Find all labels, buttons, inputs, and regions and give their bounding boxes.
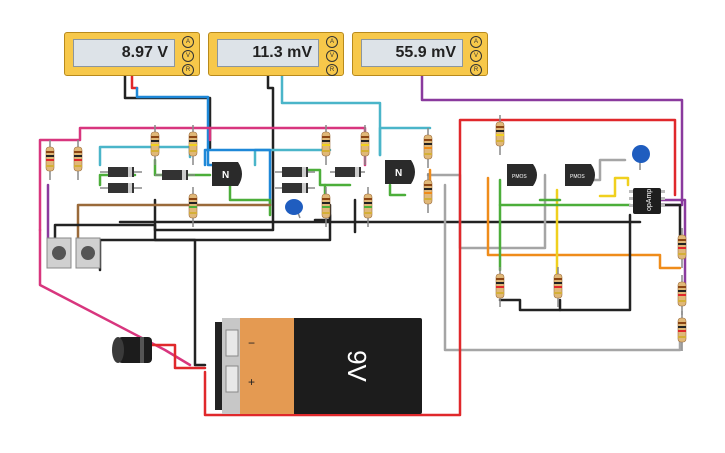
wire-gray-2[interactable] <box>443 183 682 352</box>
wire-cyan-1[interactable] <box>98 145 192 167</box>
terminal-r-icon[interactable]: R <box>182 64 194 76</box>
npn-transistor-1[interactable]: N <box>212 162 242 186</box>
resistor-10[interactable] <box>423 128 433 168</box>
terminal-r-icon[interactable]: R <box>326 64 338 76</box>
electrolytic-capacitor[interactable] <box>112 337 152 363</box>
pmos-transistor-1[interactable]: PMOS <box>507 164 537 186</box>
terminal-v-icon[interactable]: V <box>470 50 482 62</box>
pmos-2-label: PMOS <box>570 174 585 180</box>
transistor-2-label: N <box>395 168 402 179</box>
resistor-8[interactable] <box>321 187 331 227</box>
opamp-label: opAmp <box>646 189 653 211</box>
wire-black-r2[interactable] <box>658 203 682 237</box>
resistor-15[interactable] <box>677 228 687 268</box>
wire-green-4[interactable] <box>298 168 352 187</box>
terminal-v-icon[interactable]: V <box>326 50 338 62</box>
terminal-v-icon[interactable]: V <box>182 50 194 62</box>
battery-label: 9V <box>342 350 372 382</box>
wire-yellow-2[interactable] <box>598 176 630 198</box>
resistor-12[interactable] <box>495 115 505 155</box>
wire-black-r1[interactable] <box>498 213 632 312</box>
resistor-5[interactable] <box>188 187 198 227</box>
wire-pink-1[interactable] <box>38 126 212 232</box>
terminal-a-icon[interactable]: A <box>182 36 194 48</box>
multimeter-1-display: 8.97 V <box>73 39 175 67</box>
wire-pink-2[interactable] <box>38 228 192 367</box>
diode-2[interactable] <box>100 183 142 193</box>
wire-green-3[interactable] <box>228 183 272 217</box>
transistor-1-label: N <box>222 170 229 181</box>
resistor-1[interactable] <box>45 140 55 180</box>
battery-9v[interactable]: − + 9V <box>215 318 422 414</box>
wire-cyan-2[interactable] <box>253 148 332 167</box>
wire-blue-1[interactable] <box>203 148 272 207</box>
resistor-3[interactable] <box>150 125 160 165</box>
diode-3[interactable] <box>155 170 195 180</box>
push-button-2[interactable] <box>75 237 101 269</box>
terminal-r-icon[interactable]: R <box>470 64 482 76</box>
multimeter-1[interactable]: 8.97 V A V R <box>64 32 200 76</box>
resistor-11[interactable] <box>423 173 433 213</box>
opamp-chip[interactable]: opAmp <box>629 188 665 214</box>
resistor-13[interactable] <box>495 267 505 307</box>
diode-6[interactable] <box>330 167 365 177</box>
wire-pink-3[interactable] <box>208 126 367 167</box>
wire-meter1-red[interactable] <box>130 73 139 90</box>
diode-4[interactable] <box>275 167 315 177</box>
diode-5[interactable] <box>275 183 315 193</box>
wire-cyan-3[interactable] <box>378 126 432 157</box>
resistor-17[interactable] <box>677 311 687 351</box>
ceramic-capacitor-2[interactable] <box>632 145 650 170</box>
ceramic-capacitor-1[interactable] <box>285 199 303 219</box>
resistor-4[interactable] <box>188 125 198 165</box>
battery-plus-sign: + <box>248 375 255 389</box>
resistor-9[interactable] <box>363 187 373 227</box>
push-button-1[interactable] <box>46 237 72 269</box>
npn-transistor-2[interactable]: N <box>385 160 415 184</box>
multimeter-3[interactable]: 55.9 mV A V R <box>352 32 488 76</box>
terminal-a-icon[interactable]: A <box>326 36 338 48</box>
resistor-7[interactable] <box>360 125 370 165</box>
resistor-6[interactable] <box>321 125 331 165</box>
resistor-14[interactable] <box>553 267 563 307</box>
pmos-1-label: PMOS <box>512 174 527 180</box>
wire-green-6[interactable] <box>388 183 407 197</box>
wire-red-2[interactable] <box>148 343 207 370</box>
multimeter-2-display: 11.3 mV <box>217 39 319 67</box>
wire-purple-opamp[interactable] <box>658 198 687 292</box>
wire-brown-1[interactable] <box>76 203 272 242</box>
diode-1[interactable] <box>100 167 142 177</box>
wire-red-main[interactable] <box>203 118 677 417</box>
pmos-transistor-2[interactable]: PMOS <box>565 164 595 186</box>
terminal-a-icon[interactable]: A <box>470 36 482 48</box>
multimeter-3-display: 55.9 mV <box>361 39 463 67</box>
multimeter-2[interactable]: 11.3 mV A V R <box>208 32 344 76</box>
resistor-2[interactable] <box>73 140 83 180</box>
wire-orange-1[interactable] <box>486 176 682 270</box>
wire-meter1-blue[interactable] <box>135 86 227 167</box>
battery-minus-sign: − <box>248 336 255 350</box>
resistor-16[interactable] <box>677 275 687 315</box>
